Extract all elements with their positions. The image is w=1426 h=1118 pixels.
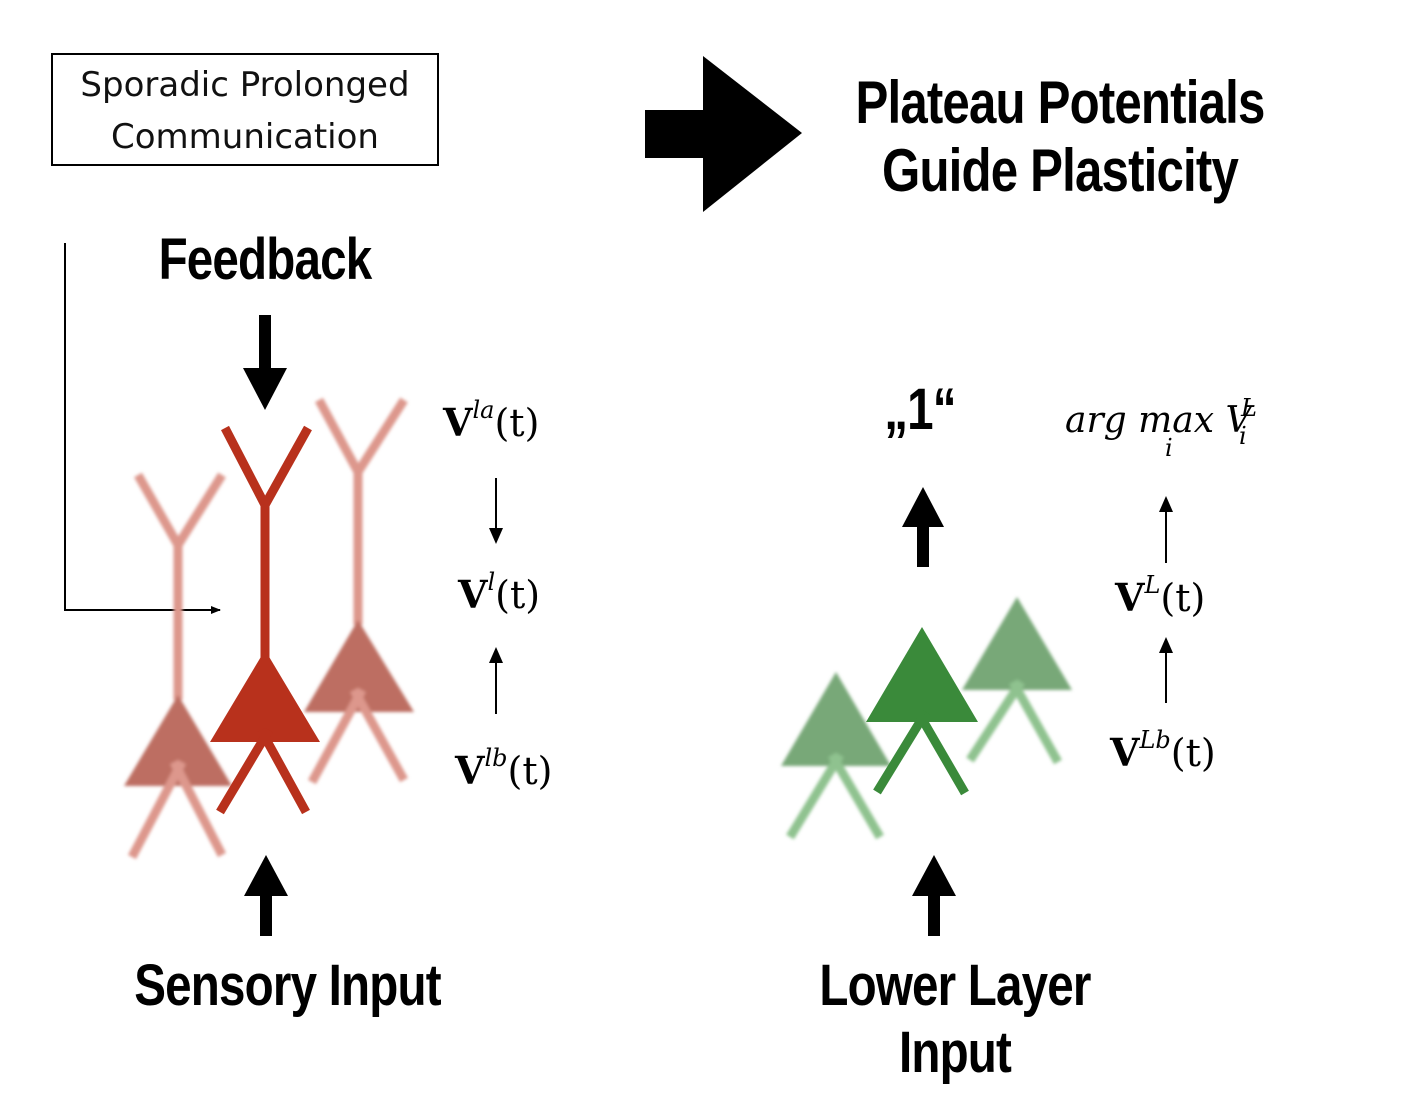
eq-output-basal-bold: V: [1110, 730, 1140, 775]
eq-argmax: arg max V i i L: [1065, 394, 1285, 470]
eq-output-soma-bold: V: [1115, 575, 1145, 620]
faded-output-neuron-left: [781, 672, 891, 840]
eq-argmax-sup-v: L: [1241, 394, 1257, 422]
eq-apical-arg: (t): [494, 401, 540, 445]
faded-pyramidal-neuron-left: [124, 472, 232, 860]
feedback-label: Feedback: [158, 227, 373, 292]
big-right-arrow: [645, 56, 802, 212]
lower-layer-input-label: Lower Layer Input: [819, 953, 1091, 1085]
soma-to-argmax-arrow: [1159, 496, 1173, 563]
eq-basal-bold: V: [455, 748, 485, 793]
output-up-arrow: [902, 487, 944, 567]
eq-basal-sup: lb: [484, 744, 508, 772]
eq-soma-sup: l: [487, 568, 496, 596]
active-pyramidal-neuron: [210, 425, 320, 815]
communication-box: Sporadic Prolonged Communication: [51, 53, 439, 166]
eq-output-soma-potential: VL(t): [1115, 573, 1206, 620]
box-line-1: Sporadic Prolonged: [80, 65, 410, 105]
sensory-input-label: Sensory Input: [134, 953, 441, 1018]
eq-basal-arg: (t): [507, 749, 553, 793]
output-label: „1“: [884, 377, 956, 442]
lower-layer-up-arrow: [912, 855, 956, 936]
eq-argmax-text: arg max V: [1065, 400, 1252, 441]
title-line-2: Guide Plasticity: [881, 137, 1239, 204]
sensory-up-arrow: [244, 855, 288, 936]
box-line-2: Communication: [111, 117, 379, 157]
title-line-1: Plateau Potentials: [855, 69, 1265, 136]
eq-basal-potential: Vlb(t): [455, 746, 553, 793]
eq-soma-arg: (t): [495, 573, 541, 617]
active-output-neuron: [866, 627, 978, 796]
eq-soma-potential: Vl(t): [458, 570, 541, 617]
eq-output-basal-arg: (t): [1170, 731, 1216, 775]
basal-to-soma-arrow: [489, 647, 503, 714]
faded-output-neuron-right: [962, 597, 1072, 765]
eq-argmax-sub-max: i: [1165, 434, 1173, 462]
faded-pyramidal-neuron-right: [304, 397, 414, 785]
feedback-down-arrow: [243, 315, 287, 410]
feedback-bracket-line: [64, 243, 221, 614]
eq-apical-potential: Vla(t): [443, 398, 540, 445]
basal-to-output-soma-arrow: [1159, 637, 1173, 703]
eq-output-soma-arg: (t): [1160, 576, 1206, 620]
eq-output-basal-potential: VLb(t): [1110, 728, 1216, 775]
eq-output-basal-sup: Lb: [1139, 726, 1171, 754]
eq-argmax-sub-v: i: [1239, 422, 1247, 450]
eq-apical-bold: V: [443, 400, 473, 445]
eq-apical-sup: la: [472, 396, 495, 424]
eq-soma-bold: V: [458, 572, 488, 617]
eq-output-soma-sup: L: [1144, 571, 1161, 599]
apical-to-soma-arrow: [489, 478, 503, 544]
